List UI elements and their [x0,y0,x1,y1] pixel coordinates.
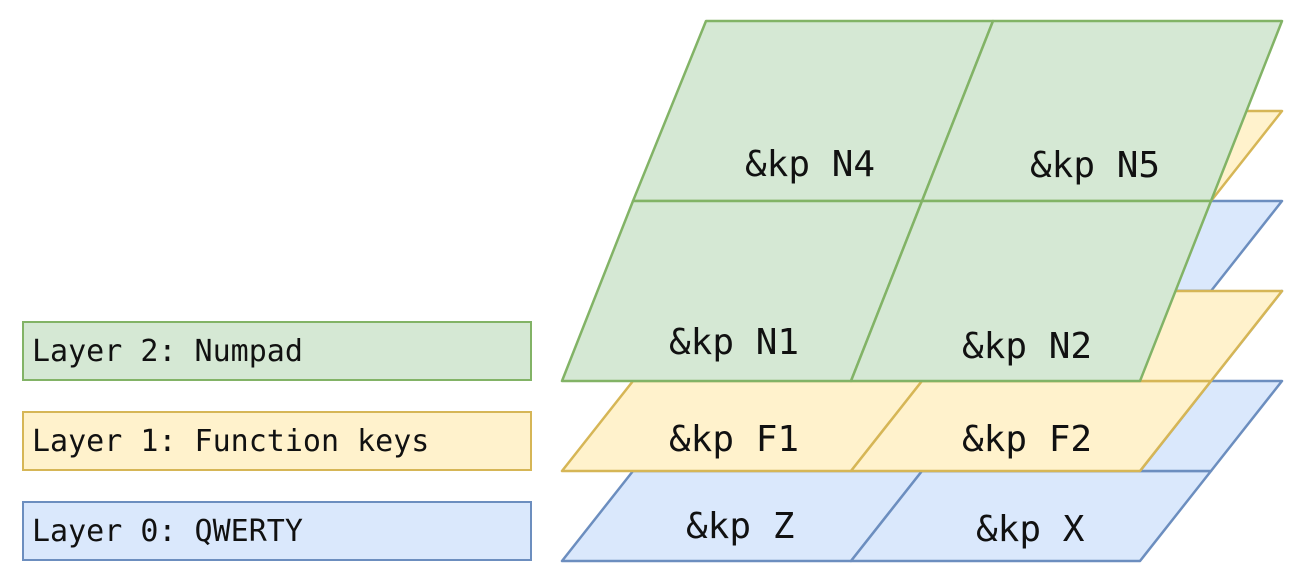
legend-layer-2-label: Layer 2: Numpad [32,333,303,369]
layer-1-key-f2: &kp F2 [962,419,1092,460]
layer-1-key-f1: &kp F1 [669,419,799,460]
layer-0-key-x: &kp X [976,509,1085,550]
layer-2-key-n2-cell [849,199,1213,383]
layer-2-key-n2: &kp N2 [962,326,1092,367]
layer-0-key-z: &kp Z [686,506,794,547]
legend-layer-0: Layer 0: QWERTY [22,501,532,561]
layer-2-numpad: &kp N4 &kp N5 &kp N1 &kp N2 [560,19,1284,383]
legend-layer-1-label: Layer 1: Function keys [32,423,430,459]
layer-2-key-n5: &kp N5 [1030,145,1160,186]
legend-layer-2: Layer 2: Numpad [22,321,532,381]
legend-layer-0-label: Layer 0: QWERTY [32,513,303,549]
legend-layer-1: Layer 1: Function keys [22,411,532,471]
layer-2-key-n4: &kp N4 [745,144,875,185]
layer-2-key-n1: &kp N1 [669,322,799,363]
